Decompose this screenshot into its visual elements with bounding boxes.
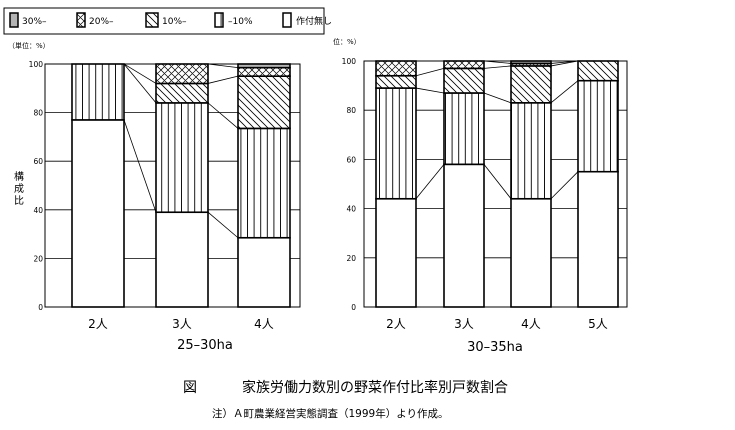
right-y-tick-label-60: 60 bbox=[346, 155, 356, 164]
right-bar-2-seg-2 bbox=[443, 92, 485, 166]
left-bar-2-seg-2 bbox=[155, 102, 209, 214]
right-bar-1-seg-3 bbox=[375, 74, 417, 89]
right-connector-3-3 bbox=[550, 60, 579, 67]
legend-swatch-under-10 bbox=[214, 12, 224, 28]
left-y-tick-label-40: 40 bbox=[33, 206, 43, 215]
right-y-tick-label-80: 80 bbox=[346, 106, 356, 115]
legend-swatch-20-plus bbox=[76, 12, 86, 28]
left-unit-label: （単位：%） bbox=[8, 41, 50, 50]
legend-frame bbox=[3, 7, 325, 35]
left-connector-2-3 bbox=[207, 75, 239, 84]
legend: 30%– 20%– 10%– –10% 作付無し bbox=[3, 7, 332, 35]
right-bar-4-seg-1 bbox=[577, 170, 619, 308]
right-bar-3-seg-1 bbox=[510, 197, 552, 308]
left-y-tick-label-0: 0 bbox=[38, 303, 43, 312]
left-y-tick-label-20: 20 bbox=[33, 254, 43, 263]
right-plot-frame bbox=[363, 60, 628, 308]
left-y-axis-label-char-2: 成 bbox=[14, 183, 24, 195]
charts-layer: 0 20 40 60 80 100 2人 3人 4人 0 20 40 60 80 100 2人 3人 4人 5人 bbox=[29, 57, 628, 331]
left-connector-1-2 bbox=[123, 63, 157, 104]
left-y-tick-label-100: 100 bbox=[29, 60, 44, 69]
left-bar-3-seg-3 bbox=[237, 75, 291, 130]
right-category-label-4: 5人 bbox=[588, 317, 608, 331]
right-unit-label: 位：%） bbox=[333, 37, 361, 46]
left-connector-1-1 bbox=[123, 119, 157, 213]
left-bar-3-seg-1 bbox=[237, 236, 291, 308]
legend-swatch-10-plus bbox=[145, 12, 159, 28]
right-connector-2-2 bbox=[483, 92, 512, 104]
right-category-label-2: 3人 bbox=[454, 317, 474, 331]
left-connector-2-1 bbox=[207, 211, 239, 239]
right-y-tick-label-20: 20 bbox=[346, 254, 356, 263]
right-bar-3-seg-5 bbox=[510, 60, 552, 65]
right-connector-2-3 bbox=[483, 65, 512, 69]
right-connector-1-3 bbox=[415, 67, 445, 77]
right-bar-4-seg-3 bbox=[577, 60, 619, 82]
left-bar-2-seg-3 bbox=[155, 82, 209, 104]
right-bar-2-seg-4 bbox=[443, 60, 485, 70]
caption-label: 図 bbox=[183, 380, 197, 396]
right-bar-1-seg-4 bbox=[375, 60, 417, 77]
left-bar-3-seg-5 bbox=[237, 63, 291, 69]
left-bar-3-seg-4 bbox=[237, 66, 291, 77]
right-connector-1-1 bbox=[415, 164, 445, 200]
legend-swatch-30-plus bbox=[9, 12, 19, 28]
left-bar-2-seg-4 bbox=[155, 63, 209, 85]
legend-label-none: 作付無し bbox=[296, 15, 332, 27]
right-category-label-1: 2人 bbox=[386, 317, 406, 331]
left-connector-2-4 bbox=[207, 63, 239, 69]
right-y-tick-label-0: 0 bbox=[351, 303, 356, 312]
legend-swatch-none bbox=[282, 12, 292, 28]
left-chart-title: 25–30ha bbox=[177, 338, 233, 353]
right-connector-2-1 bbox=[483, 164, 512, 200]
right-bar-3-seg-2 bbox=[510, 102, 552, 200]
right-bar-1-seg-2 bbox=[375, 87, 417, 200]
right-chart-title: 30–35ha bbox=[467, 340, 523, 355]
caption-title: 家族労働力数別の野菜作付比率別戸数割合 bbox=[242, 379, 508, 396]
legend-label-30-plus: 30%– bbox=[22, 17, 47, 27]
left-bar-1-seg-1 bbox=[71, 119, 125, 308]
right-connector-3-2 bbox=[550, 80, 579, 104]
right-category-label-3: 4人 bbox=[521, 317, 541, 331]
left-bar-2-seg-1 bbox=[155, 211, 209, 308]
right-bar-1-seg-1 bbox=[375, 197, 417, 308]
right-bar-3-seg-3 bbox=[510, 65, 552, 104]
legend-label-10-plus: 10%– bbox=[162, 17, 187, 27]
left-connector-2-2 bbox=[207, 102, 239, 129]
left-category-label-1: 2人 bbox=[88, 317, 108, 331]
right-y-tick-label-40: 40 bbox=[346, 205, 356, 214]
right-connector-3-1 bbox=[550, 171, 579, 200]
right-connector-2-4 bbox=[483, 60, 512, 64]
right-y-tick-label-100: 100 bbox=[342, 57, 357, 66]
legend-label-under-10: –10% bbox=[228, 17, 253, 27]
left-connector-1-3 bbox=[123, 63, 157, 84]
left-y-axis-label-char-1: 構 bbox=[14, 170, 24, 183]
left-category-label-2: 3人 bbox=[172, 317, 192, 331]
left-bar-1-seg-2 bbox=[71, 63, 125, 121]
left-y-tick-label-60: 60 bbox=[33, 157, 43, 166]
source-note: 注）Ａ町農業経営実態調査（1999年）より作成。 bbox=[212, 407, 449, 420]
right-bar-2-seg-1 bbox=[443, 163, 485, 308]
right-connector-1-2 bbox=[415, 87, 445, 94]
right-bar-4-seg-2 bbox=[577, 79, 619, 173]
left-bar-3-seg-2 bbox=[237, 127, 291, 239]
right-bar-2-seg-3 bbox=[443, 67, 485, 94]
left-y-tick-label-80: 80 bbox=[33, 109, 43, 118]
left-category-label-3: 4人 bbox=[254, 317, 274, 331]
left-y-axis-label-char-3: 比 bbox=[14, 195, 24, 207]
legend-label-20-plus: 20%– bbox=[89, 17, 114, 27]
right-connector-3-4 bbox=[550, 60, 579, 64]
